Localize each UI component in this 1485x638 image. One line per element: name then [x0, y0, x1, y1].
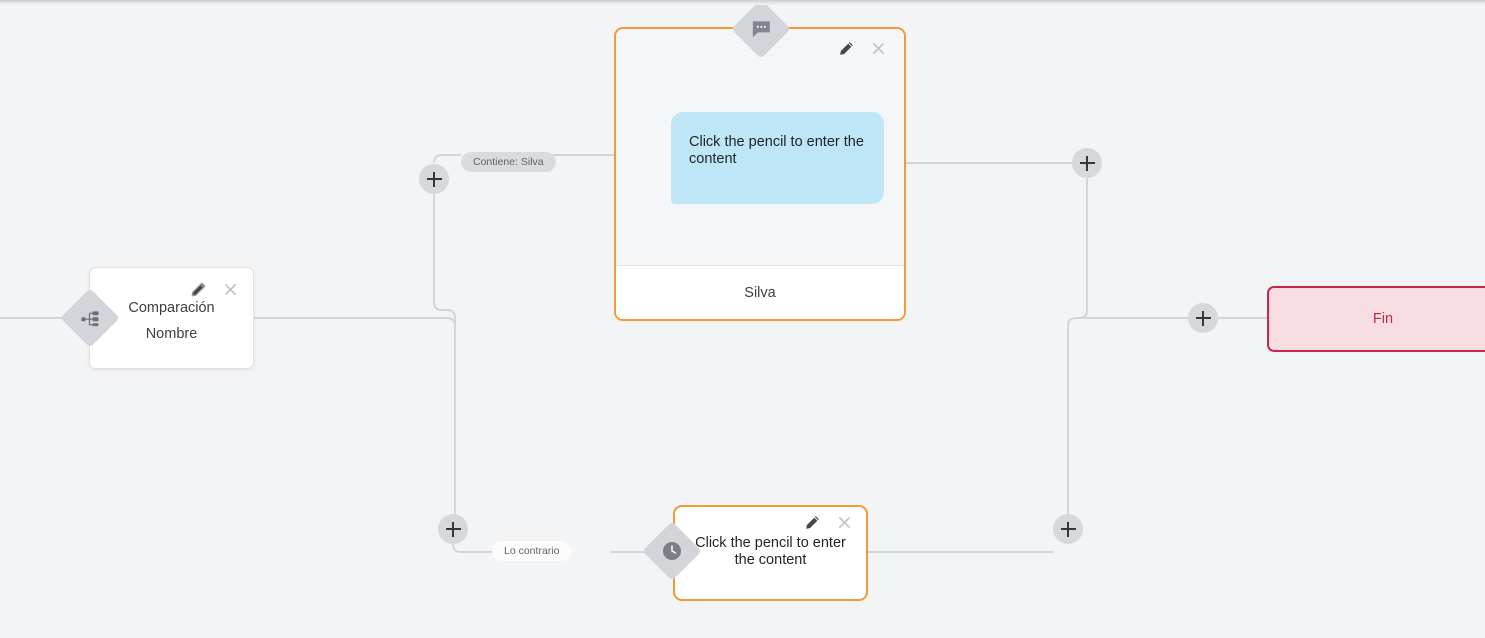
comparison-node-subtitle: Nombre [145, 326, 198, 342]
edge-plus-a-to-label [433, 154, 461, 164]
pencil-icon[interactable] [805, 515, 820, 530]
message-node[interactable]: Click the pencil to enter the content Si… [614, 27, 906, 321]
add-node-top-right[interactable] [1072, 148, 1102, 178]
pencil-icon[interactable] [191, 282, 206, 297]
edge-to-plus-b [452, 326, 456, 523]
comparison-node-actions [191, 282, 238, 297]
add-node-top-left[interactable] [419, 164, 449, 194]
message-node-actions [839, 41, 886, 56]
add-node-before-end[interactable] [1188, 303, 1218, 333]
end-node-label: Fin [1372, 311, 1394, 327]
edge-plus-b-to-label [452, 543, 492, 553]
edge-label-contains[interactable]: Contiene: Silva [461, 152, 556, 172]
add-node-bottom-right[interactable] [1053, 514, 1083, 544]
edge-label-otherwise[interactable]: Lo contrario [492, 541, 572, 561]
add-node-bottom-left[interactable] [438, 514, 468, 544]
window-top-edge [0, 0, 1485, 5]
delay-node-actions [805, 515, 852, 530]
pencil-icon[interactable] [839, 41, 854, 56]
delay-node[interactable]: Click the pencil to enter the content [673, 505, 868, 601]
close-icon[interactable] [223, 282, 238, 297]
edge-plus-d-up [1067, 317, 1188, 514]
message-node-footer: Silva [616, 265, 904, 319]
sitemap-branch-icon [60, 288, 120, 348]
close-icon[interactable] [837, 515, 852, 530]
message-bubble[interactable]: Click the pencil to enter the content [671, 112, 884, 204]
close-icon[interactable] [871, 41, 886, 56]
edge-plus-c-down [1075, 178, 1088, 319]
chat-bubble-icon [731, 0, 791, 59]
end-node[interactable]: Fin [1267, 286, 1485, 352]
edge-to-plus-a [433, 194, 456, 326]
clock-icon [642, 521, 702, 581]
edge-comparison-out [254, 317, 456, 327]
comparison-node-title: Comparación [128, 300, 215, 316]
delay-node-text: Click the pencil to enter the content [695, 535, 846, 569]
